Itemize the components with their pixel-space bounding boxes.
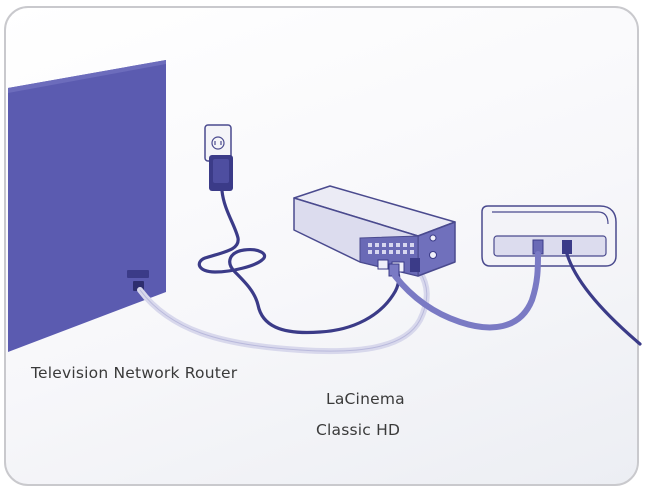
router-device-icon: [481, 205, 617, 267]
router-outgoing-cable: [565, 252, 642, 346]
lacinema-device-icon: [293, 185, 456, 277]
tv-to-lacinema-cable: [137, 269, 430, 355]
power-adapter-icon: [209, 155, 233, 191]
lacinema-to-router-cable: [392, 251, 541, 331]
lacinema-label-line1: LaCinema: [326, 390, 405, 408]
lacinema-label-line2: Classic HD: [316, 421, 401, 439]
television-icon: [8, 60, 166, 352]
television-network-router-label: Television Network Router: [31, 364, 238, 382]
power-cable: [197, 189, 401, 335]
